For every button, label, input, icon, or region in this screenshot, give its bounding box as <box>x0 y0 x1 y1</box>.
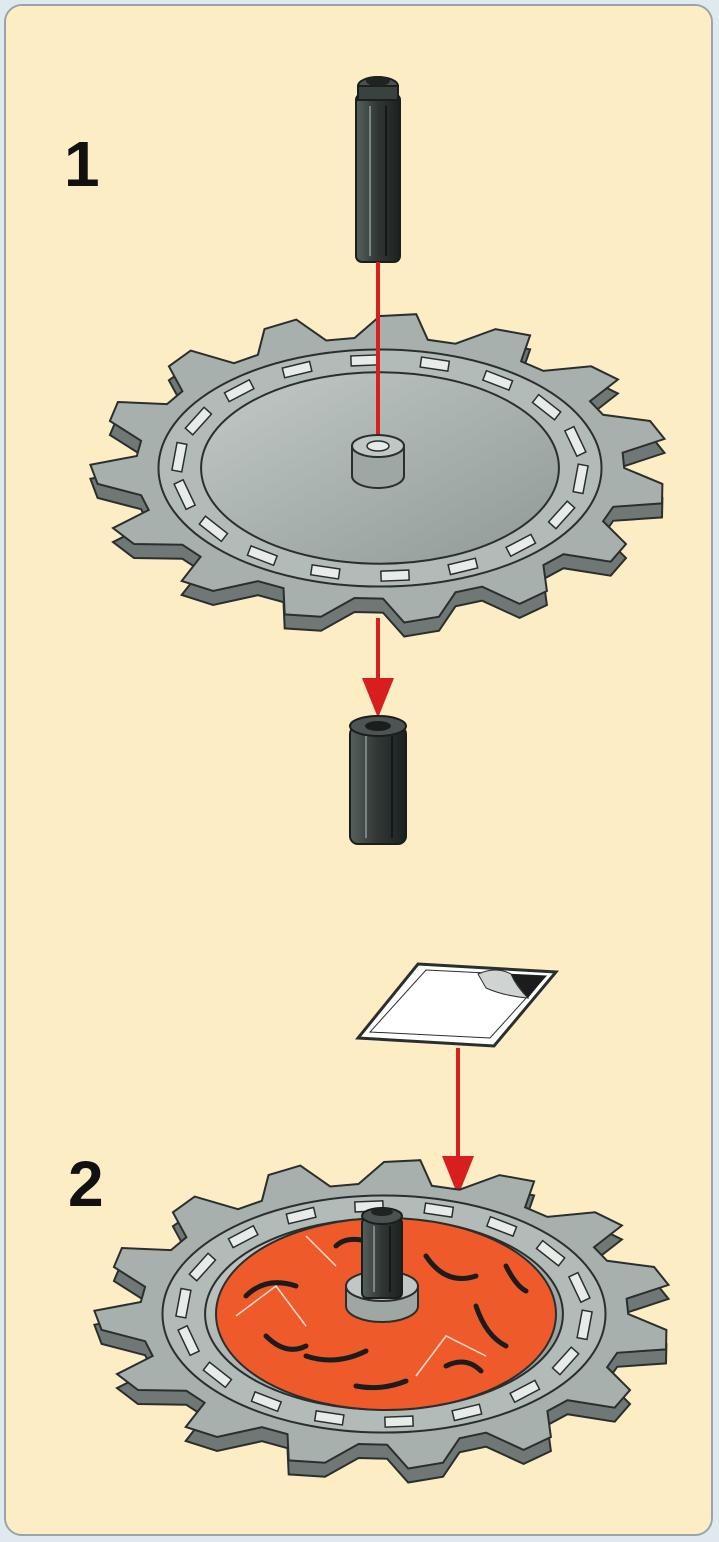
axle-pin-icon <box>356 76 400 262</box>
instruction-panel: 1 2 <box>4 4 713 1536</box>
assembly-illustration <box>6 6 713 1536</box>
gear-hub <box>352 435 404 488</box>
bushing-icon <box>350 716 406 844</box>
step-number-2: 2 <box>68 1152 104 1216</box>
step-number-1: 1 <box>64 132 100 196</box>
